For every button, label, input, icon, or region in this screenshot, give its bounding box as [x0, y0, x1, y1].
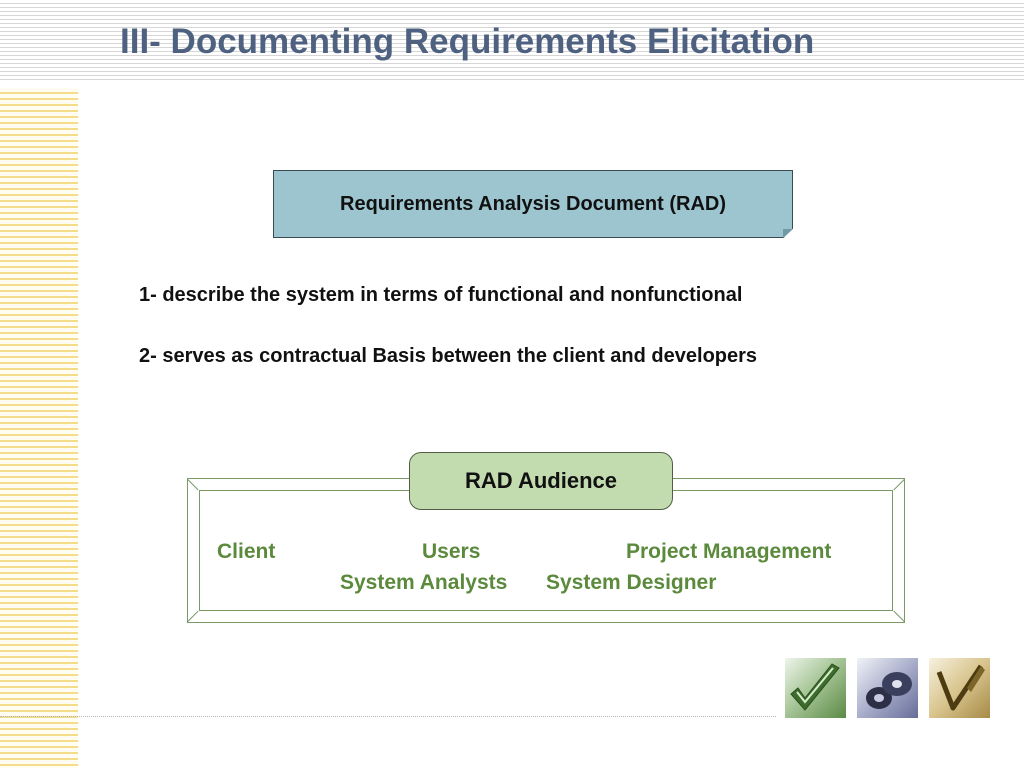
frame-corner [187, 610, 199, 622]
frame-corner [187, 479, 199, 491]
point-1: 1- describe the system in terms of funct… [139, 284, 743, 306]
point-2: 2- serves as contractual Basis between t… [139, 345, 758, 367]
audience-client: Client [217, 540, 276, 563]
checkmark-icon [785, 658, 846, 718]
frame-corner [893, 479, 905, 491]
left-stripes [0, 88, 78, 768]
audience-users: Users [422, 540, 481, 563]
folded-corner [783, 229, 793, 238]
audience-project-management: Project Management [626, 540, 832, 563]
disc-icon [857, 658, 918, 718]
audience-system-designer: System Designer [546, 571, 717, 594]
audience-title: RAD Audience [465, 468, 617, 493]
pen-icon [929, 658, 990, 718]
frame-corner [893, 610, 905, 622]
rad-document-label: Requirements Analysis Document (RAD) [340, 192, 726, 215]
audience-system-analysts: System Analysts [340, 571, 508, 594]
header-stripes [0, 0, 1024, 82]
slide-title: III- Documenting Requirements Elicitatio… [120, 22, 815, 61]
rad-document-box: Requirements Analysis Document (RAD) [273, 170, 793, 238]
audience-tab: RAD Audience [409, 452, 673, 510]
footer-divider [0, 716, 776, 717]
